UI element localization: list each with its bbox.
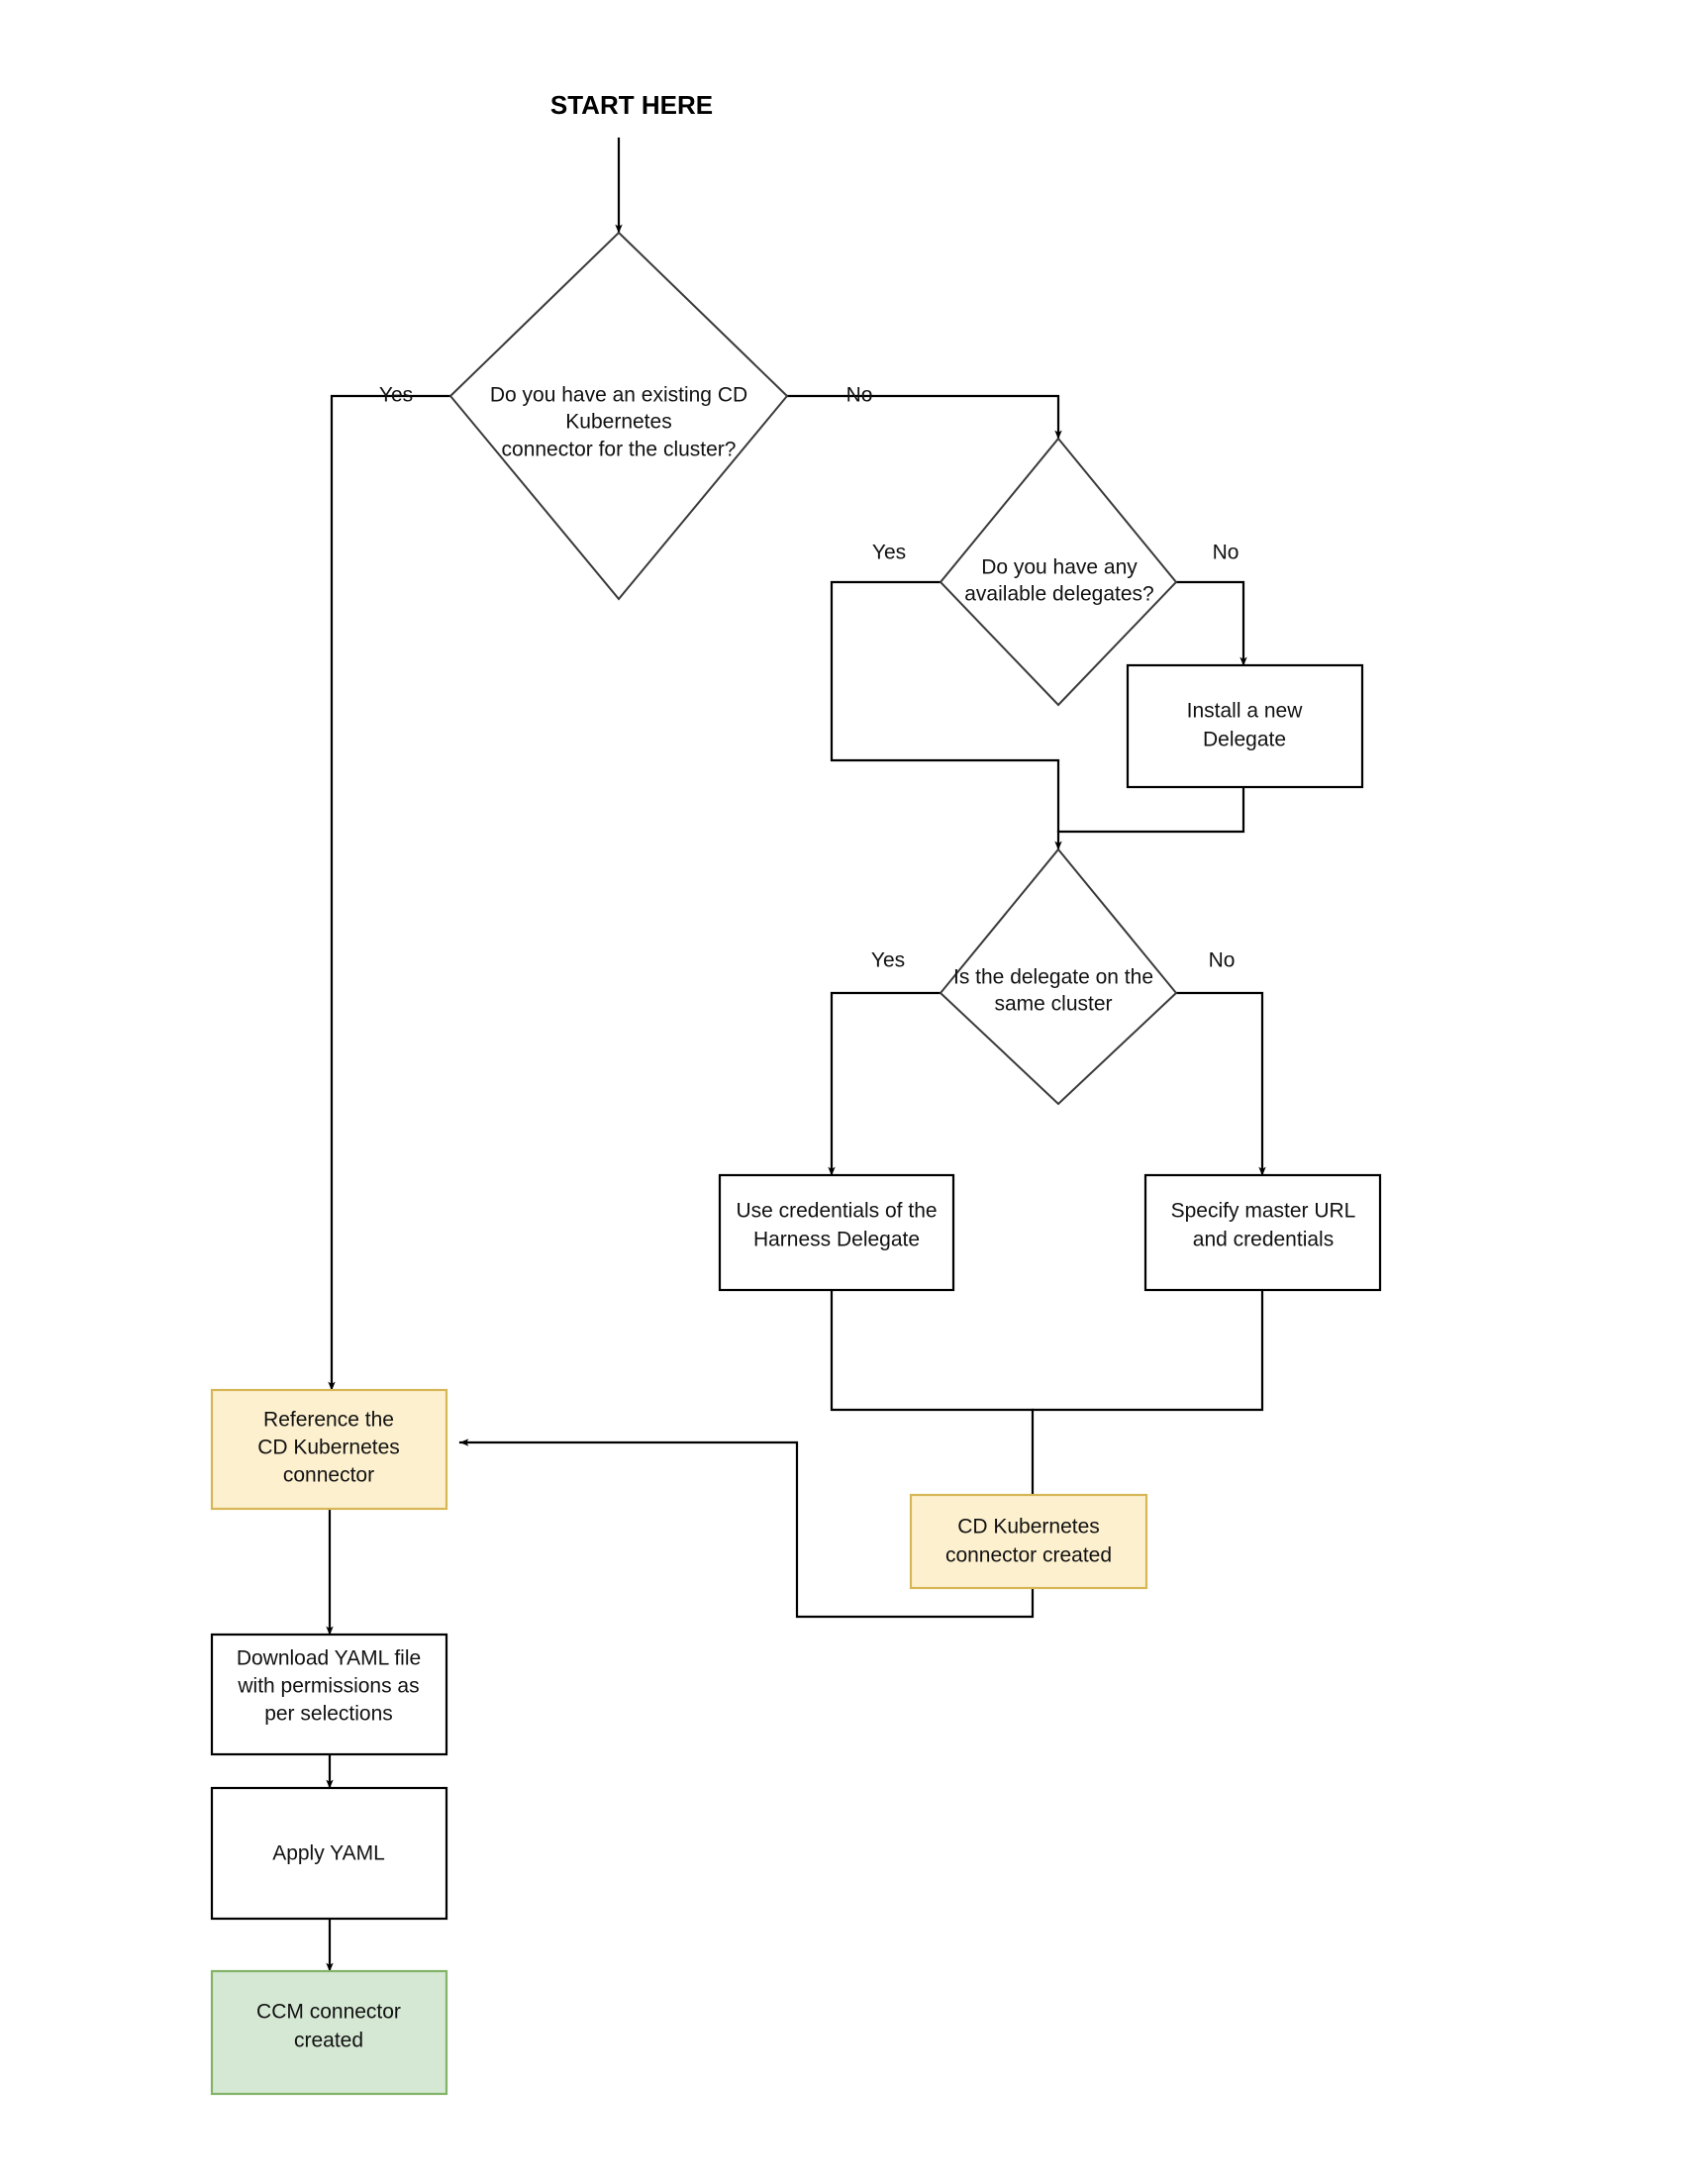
download-yaml-shape (210, 1633, 448, 1756)
install-delegate-label-line2: Delegate (1203, 729, 1286, 751)
specify-master-url-label-line1: Specify master URL (1171, 1200, 1356, 1223)
connector-created-label-line1: CD Kubernetes (957, 1516, 1100, 1539)
use-credentials-label-line1: Use credentials of the (736, 1200, 937, 1223)
decision1-shape (448, 231, 789, 601)
reference-connector-label-line1: Reference the (263, 1409, 394, 1432)
reference-connector-label-line2: CD Kubernetes (257, 1437, 400, 1459)
edge-decision3-yes-to-use-credentials (828, 991, 942, 1177)
decision2-label-line2: available delegates? (964, 583, 1153, 606)
decision3-label-line1: Is the delegate on the (953, 966, 1153, 989)
decision1-label-line2: Kubernetes (565, 411, 671, 434)
reference-connector-label-line3: connector (283, 1464, 374, 1487)
specify-master-url-shape (1143, 1173, 1382, 1292)
decision3-shape (939, 847, 1178, 1106)
edge-label-decision2-no: No (1213, 542, 1239, 564)
install-delegate-shape (1126, 663, 1364, 789)
edge-label-decision1-yes: Yes (379, 384, 413, 407)
decision3-label-line2: same cluster (994, 993, 1112, 1016)
connector-created-label-line2: connector created (945, 1544, 1112, 1567)
apply-yaml-shape (210, 1786, 448, 1921)
edge-decision2-no-to-install-delegate (1174, 580, 1247, 667)
edge-label-decision2-yes: Yes (872, 542, 906, 564)
edge-decision1-no-to-decision2 (785, 394, 1062, 441)
edge-decision3-no-to-specify-master-url (1174, 991, 1266, 1177)
download-yaml-label-line1: Download YAML file (237, 1647, 421, 1670)
edge-label-decision3-no: No (1209, 949, 1236, 972)
edge-connector-created-to-reference-connector (458, 1439, 1035, 1619)
use-credentials-shape (718, 1173, 955, 1292)
decision1-label-line1: Do you have an existing CD (490, 384, 747, 407)
ccm-created-label-line2: created (294, 2030, 363, 2052)
download-yaml-label-line3: per selections (264, 1703, 393, 1726)
apply-yaml-label: Apply YAML (272, 1842, 385, 1865)
connector-created-shape (909, 1493, 1148, 1590)
edge-specify-master-url-to-connector-created (1031, 1288, 1264, 1412)
use-credentials-label-line2: Harness Delegate (753, 1229, 920, 1251)
edge-use-credentials-to-connector-created (830, 1288, 1035, 1497)
install-delegate-label-line1: Install a new (1187, 700, 1304, 723)
start-here-label: START HERE (550, 90, 713, 120)
decision2-shape (939, 437, 1178, 707)
reference-connector-shape (210, 1388, 448, 1511)
edge-install-delegate-to-decision3 (1056, 785, 1245, 834)
edge-label-decision3-yes: Yes (871, 949, 905, 972)
ccm-created-label-line1: CCM connector (256, 2001, 401, 2024)
download-yaml-label-line2: with permissions as (237, 1675, 419, 1698)
ccm-created-shape (210, 1969, 448, 2096)
edge-decision2-yes-to-decision3 (830, 580, 1062, 851)
edge-decision1-yes-to-reference-connector (328, 394, 452, 1392)
decision1-label-line3: connector for the cluster? (502, 439, 737, 461)
specify-master-url-label-line2: and credentials (1193, 1229, 1334, 1251)
edge-label-decision1-no: No (846, 384, 873, 407)
decision2-label-line1: Do you have any (981, 556, 1138, 579)
